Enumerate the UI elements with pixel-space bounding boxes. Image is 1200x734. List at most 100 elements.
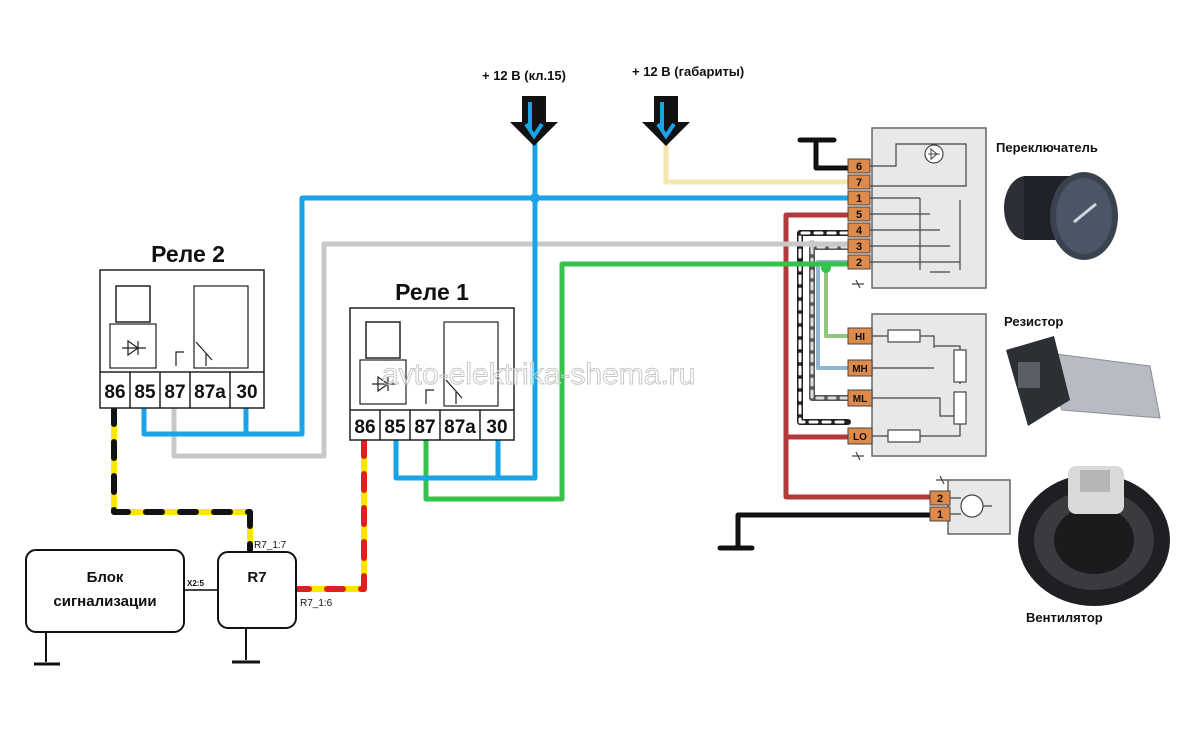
relay-switch-icon [175,341,213,366]
relay-2-title: Реле 2 [151,241,225,267]
relay-1-pin-87: 87 [414,417,435,438]
wire-hi [824,266,850,338]
wire-gray [171,241,851,459]
wire-yellow-black-stripes [111,405,253,553]
ground-icon [852,279,864,289]
junction-gray [808,240,816,248]
alarm-label-2: сигнализации [53,593,156,610]
relay-diode-box [109,323,157,369]
r7-pin7-label: R7_1:7 [254,540,287,551]
relay-2-pin-87: 87 [164,382,185,403]
alarm-label-1: Блок [87,569,124,586]
relay-1-pin-87a: 87a [444,417,476,438]
resistor-icon [953,349,967,383]
relay-2-pin-86: 86 [104,382,125,403]
relay-1: 86 85 87 87a 30 [349,307,515,441]
wire-black-white-inner [798,231,850,424]
relay-1-pin-30: 30 [486,417,507,438]
wire-yellow-black-base [111,405,253,553]
switch-internal-lines [870,143,967,273]
ground-icon [936,475,948,485]
switch-pin-7: 7 [856,177,862,189]
resistor-icon [887,429,921,443]
led-symbol [928,147,940,161]
relay-1-body [349,307,515,441]
junction-blue [530,193,540,203]
fan-image [1018,466,1170,606]
arrow-inner [656,102,676,140]
switch-pin-4: 4 [856,225,863,237]
wire-beige [663,142,851,185]
wires [111,137,939,592]
ground-symbols [717,137,837,551]
motor-icon [960,494,984,518]
alarm-body [25,549,185,633]
alarm-unit [25,549,185,666]
resistor-image [1006,336,1161,426]
wire-fan-ground [735,512,939,551]
wire-blue-main [495,141,538,481]
r7-pin6-label: R7_1:6 [300,598,333,609]
relay-2-body [99,269,265,409]
resistor-block: HI MH ML LO [847,313,987,461]
resistor-icon [953,391,967,425]
r7-body [217,551,297,629]
arrow-down-icon [642,96,690,146]
label-lights: + 12 В (габариты) [632,64,744,79]
resistor-label: Резистор [1004,314,1063,329]
relay-1-pin-85: 85 [384,417,406,438]
power-arrows [510,96,690,146]
diode-icon [122,339,146,357]
resistor-internal-lines [872,335,961,437]
wire-yellow-red-base [293,437,367,592]
switch-block: 6 7 1 5 4 3 2 [847,127,987,289]
switch-label: Переключатель [996,140,1098,155]
fan-pin-1: 1 [937,509,943,521]
motor-lines [950,497,992,515]
switch-pin-3: 3 [856,241,862,253]
relay-1-pin-86: 86 [354,417,375,438]
fan-block: 2 1 [929,475,1011,535]
relay-coil-icon [365,321,401,359]
relay-2-pin-87a: 87a [194,382,226,403]
relay-2-pin-30: 30 [236,382,257,403]
label-ignition: + 12 В (кл.15) [482,68,566,83]
r7-module [217,551,297,664]
relay-2: 86 85 87 87a 30 [99,269,265,409]
relay-diode-box [359,359,407,405]
wire-gray-black-inner [810,245,850,400]
switch-pin-2: 2 [856,257,862,269]
switch-pin-5: 5 [856,209,862,221]
r7-label: R7 [247,569,266,586]
relay-switch-icon [425,379,463,404]
resistor-pin-mh: MH [852,364,868,375]
resistor-pin-hi: HI [855,332,865,343]
arrow-inner [524,102,544,140]
wire-blue-relay2 [141,405,305,437]
wire-blue-relay1-85 [393,437,501,481]
wire-dark-red-main [783,212,939,500]
alarm-connector: X2:5 [187,579,204,588]
fan-label: Вентилятор [1026,610,1103,625]
switch-knob-image [1004,172,1118,260]
wire-yellow-red-stripes [293,437,367,592]
ground-icon [852,451,864,461]
fan-pin-2: 2 [937,493,943,505]
junctions [530,193,831,273]
relay-contact-frame [443,321,499,407]
relay-contact-frame [193,285,249,369]
wire-switch-ground [813,137,851,171]
junction-green [821,263,831,273]
wire-blue-to-switch [299,195,851,437]
arrow-down-icon [510,96,558,146]
watermark: avto-elektrika-shema.ru [382,358,695,391]
relay-2-pin-85: 85 [134,382,156,403]
resistor-pin-lo: LO [853,432,867,443]
relay-coil-icon [115,285,151,323]
switch-pin-1: 1 [856,193,862,205]
diode-icon [372,375,396,393]
relay-1-title: Реле 1 [395,279,469,305]
resistor-icon [887,329,921,343]
switch-pin-6: 6 [856,161,862,173]
